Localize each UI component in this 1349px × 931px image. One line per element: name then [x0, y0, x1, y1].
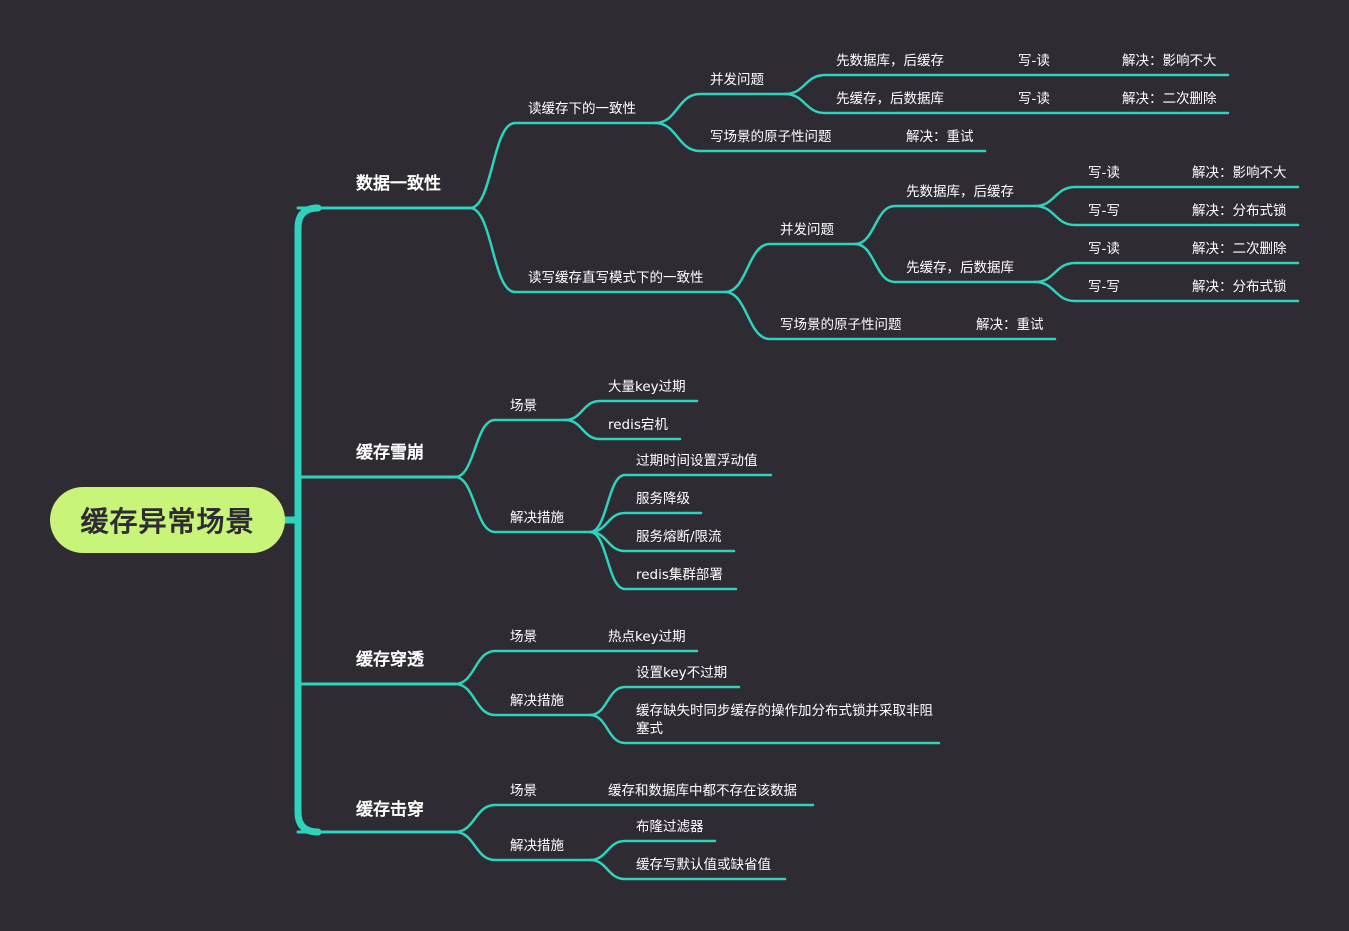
connector-line — [453, 649, 699, 686]
connector-line — [588, 713, 941, 745]
node-measure-item[interactable]: 服务降级 — [636, 491, 690, 507]
spine-line — [294, 204, 322, 836]
connector-line — [588, 473, 773, 534]
node-solution[interactable]: 解决：二次删除 — [1192, 241, 1287, 257]
node-scene[interactable]: 场景 — [510, 629, 537, 645]
node-scene[interactable]: 场景 — [510, 783, 537, 799]
node-op-write-read[interactable]: 写-读 — [1018, 91, 1050, 107]
node-write-atomicity[interactable]: 写场景的原子性问题 — [780, 317, 902, 333]
branch-penetration[interactable]: 缓存击穿 — [356, 800, 424, 820]
node-rw-concurrency[interactable]: 并发问题 — [780, 222, 834, 238]
node-scene-item[interactable]: 热点key过期 — [608, 629, 686, 645]
node-cache-first-db-later[interactable]: 先缓存，后数据库 — [906, 260, 1014, 276]
connector-line — [853, 242, 1037, 284]
node-op-write-read[interactable]: 写-读 — [1018, 53, 1050, 69]
node-solution[interactable]: 解决：影响不大 — [1122, 53, 1217, 69]
node-solution[interactable]: 解决：分布式锁 — [1192, 203, 1287, 219]
connector-line — [453, 475, 592, 534]
node-op-write-write[interactable]: 写-写 — [1088, 279, 1120, 295]
node-scene-item[interactable]: 缓存和数据库中都不存在该数据 — [608, 783, 797, 799]
branch-avalanche[interactable]: 缓存雪崩 — [356, 443, 424, 463]
node-read-cache-consistency[interactable]: 读缓存下的一致性 — [528, 101, 636, 117]
node-solution[interactable]: 解决：影响不大 — [1192, 165, 1287, 181]
connector-line — [588, 685, 741, 717]
node-write-atomicity[interactable]: 写场景的原子性问题 — [710, 129, 832, 145]
node-solution[interactable]: 解决：重试 — [906, 129, 974, 145]
root-node[interactable]: 缓存异常场景 — [50, 487, 285, 553]
node-solution[interactable]: 解决：分布式锁 — [1192, 279, 1287, 295]
node-measure-item[interactable]: 过期时间设置浮动值 — [636, 453, 758, 469]
node-measures[interactable]: 解决措施 — [510, 693, 564, 709]
node-measure-item[interactable]: 缓存缺失时同步缓存的操作加分布式锁并采取非阻塞式 — [636, 703, 933, 737]
connector-line — [1033, 280, 1300, 303]
node-op-write-read[interactable]: 写-读 — [1088, 165, 1120, 181]
connector-line — [653, 92, 787, 125]
connector-line — [723, 242, 857, 294]
node-op-write-write[interactable]: 写-写 — [1088, 203, 1120, 219]
node-measure-item[interactable]: 缓存写默认值或缺省值 — [636, 857, 771, 873]
node-measure-item[interactable]: 服务熔断/限流 — [636, 529, 722, 545]
connector-line — [783, 92, 1230, 115]
connector-line — [853, 204, 1037, 246]
branch-breakdown[interactable]: 缓存穿透 — [356, 650, 424, 670]
connector-line — [468, 206, 727, 294]
connector-line — [453, 803, 815, 834]
connector-line — [588, 530, 738, 591]
node-measure-item[interactable]: 设置key不过期 — [636, 665, 728, 681]
node-db-first-cache-later[interactable]: 先数据库，后缓存 — [836, 53, 944, 69]
node-measure-item[interactable]: 布隆过滤器 — [636, 819, 704, 835]
connector-line — [453, 682, 592, 717]
node-solution[interactable]: 解决：二次删除 — [1122, 91, 1217, 107]
connector-line — [588, 858, 787, 881]
node-op-write-read[interactable]: 写-读 — [1088, 241, 1120, 257]
node-measure-item[interactable]: redis集群部署 — [636, 567, 723, 583]
node-rw-through-consistency[interactable]: 读写缓存直写模式下的一致性 — [528, 270, 704, 286]
node-db-first-cache-later[interactable]: 先数据库，后缓存 — [906, 184, 1014, 200]
branch-consistency[interactable]: 数据一致性 — [356, 174, 441, 194]
connector-line — [453, 418, 567, 479]
node-scene[interactable]: 场景 — [510, 398, 537, 414]
connector-line — [563, 418, 682, 441]
connector-line — [723, 290, 1057, 341]
node-cache-first-db-later[interactable]: 先缓存，后数据库 — [836, 91, 944, 107]
connector-line — [468, 121, 657, 210]
node-measures[interactable]: 解决措施 — [510, 510, 564, 526]
node-solution[interactable]: 解决：重试 — [976, 317, 1044, 333]
connector-line — [653, 121, 987, 153]
node-read-cache-concurrency[interactable]: 并发问题 — [710, 72, 764, 88]
connector-line — [1033, 204, 1300, 227]
node-scene-item[interactable]: 大量key过期 — [608, 379, 686, 395]
node-scene-item[interactable]: redis宕机 — [608, 417, 668, 433]
node-measures[interactable]: 解决措施 — [510, 838, 564, 854]
connector-line — [453, 830, 592, 862]
